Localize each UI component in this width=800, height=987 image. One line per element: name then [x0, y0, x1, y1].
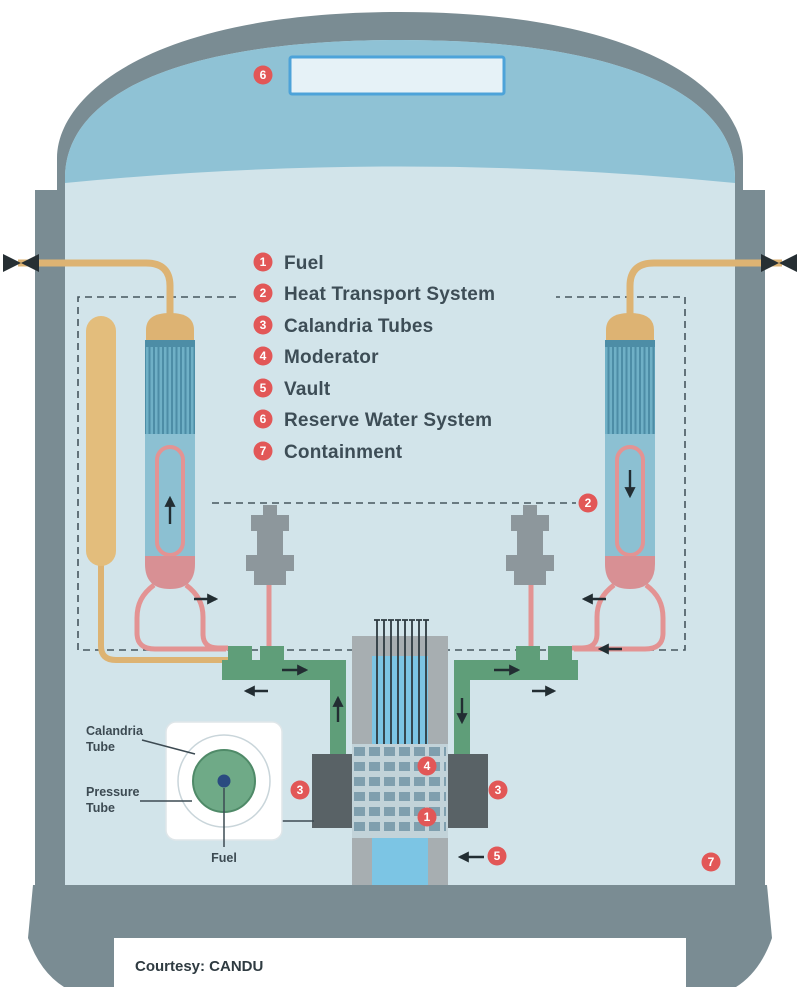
legend-item-fuel: 1 Fuel: [253, 252, 324, 274]
calandria-tube-label-2: Tube: [86, 740, 115, 754]
reserve-water-band: [65, 40, 735, 183]
marker-heat-transport-system: 2: [578, 493, 598, 513]
shield-block-left: [312, 754, 352, 828]
base-foot-right: [686, 938, 772, 987]
svg-text:Vault: Vault: [284, 379, 331, 400]
fuel-channel-inset: Calandria Tube Pressure Tube Fuel: [86, 721, 314, 865]
svg-text:Reserve Water System: Reserve Water System: [284, 410, 492, 431]
marker-calandria-tubes-right: 3: [488, 780, 508, 800]
legend: 1 Fuel 2 Heat Transport System 3 Calandr…: [253, 252, 495, 463]
legend-marker-6: [253, 409, 273, 429]
marker-vault: 5: [487, 846, 507, 866]
svg-text:3: 3: [260, 318, 267, 332]
coolant-pipe-left-outer: [134, 583, 226, 652]
fuel-dot: [217, 774, 231, 788]
legend-item-heat-transport: 2 Heat Transport System: [253, 283, 495, 305]
marker-reserve-water-system: 6: [253, 65, 273, 85]
svg-text:7: 7: [260, 444, 267, 458]
coolant-pipe-left-inner: [184, 583, 228, 651]
header-right: [454, 646, 578, 760]
pressure-tube-label-2: Tube: [86, 801, 115, 815]
legend-item-containment: 7 Containment: [253, 441, 403, 463]
valve-icon-left: [3, 254, 39, 272]
svg-text:6: 6: [260, 412, 267, 426]
containment-base: [28, 885, 772, 987]
base-foot-left: [28, 938, 114, 987]
coolant-pipe-right-outer: [574, 583, 666, 652]
svg-text:2: 2: [585, 496, 592, 510]
legend-item-reserve-water: 6 Reserve Water System: [253, 409, 492, 431]
coolant-pipe-right-inner: [572, 583, 616, 651]
legend-marker-7: [253, 441, 273, 461]
courtesy-text: Courtesy: CANDU: [135, 958, 263, 975]
marker-moderator: 4: [417, 756, 437, 776]
legend-item-calandria-tubes: 3 Calandria Tubes: [253, 315, 433, 337]
svg-text:2: 2: [260, 286, 267, 300]
steam-pipe-left: [18, 259, 174, 322]
coolant-pump-right: [506, 505, 554, 585]
marker-fuel: 1: [417, 807, 437, 827]
svg-text:Heat Transport System: Heat Transport System: [284, 284, 495, 305]
flow-arrows: [164, 470, 636, 863]
coolant-pump-left: [246, 505, 294, 585]
svg-text:Fuel: Fuel: [284, 253, 324, 274]
steam-generator-right: [605, 313, 655, 589]
steam-pipe-right: [626, 259, 782, 322]
legend-item-vault: 5 Vault: [253, 378, 331, 400]
pressure-tube-label: Pressure: [86, 785, 140, 799]
marker-containment: 7: [701, 852, 721, 872]
fuel-label: Fuel: [211, 851, 237, 865]
pressurizer: [86, 316, 116, 566]
pressurizer-pipe: [98, 555, 230, 663]
calandria-tube-label: Calandria: [86, 724, 144, 738]
svg-text:Moderator: Moderator: [284, 347, 379, 368]
svg-text:Calandria Tubes: Calandria Tubes: [284, 316, 433, 337]
svg-text:4: 4: [424, 759, 431, 773]
svg-text:3: 3: [495, 783, 502, 797]
svg-text:7: 7: [708, 855, 715, 869]
steam-generator-left: [145, 313, 195, 589]
control-rods: [374, 619, 429, 744]
legend-item-moderator: 4 Moderator: [253, 346, 379, 368]
svg-text:5: 5: [260, 381, 267, 395]
heat-transport-boundary: [77, 296, 686, 651]
svg-text:3: 3: [297, 783, 304, 797]
svg-text:6: 6: [260, 68, 267, 82]
legend-marker-3: [253, 315, 273, 335]
svg-text:1: 1: [424, 810, 431, 824]
svg-text:4: 4: [260, 349, 267, 363]
valve-icon-right: [761, 254, 797, 272]
svg-text:1: 1: [260, 255, 267, 269]
reserve-water-tank: [288, 55, 506, 96]
shield-block-right: [448, 754, 488, 828]
svg-text:5: 5: [494, 849, 501, 863]
legend-marker-2: [253, 283, 273, 303]
legend-marker-1: [253, 252, 273, 272]
legend-marker-5: [253, 378, 273, 398]
svg-text:Containment: Containment: [284, 442, 403, 463]
marker-calandria-tubes-left: 3: [290, 780, 310, 800]
legend-marker-4: [253, 346, 273, 366]
